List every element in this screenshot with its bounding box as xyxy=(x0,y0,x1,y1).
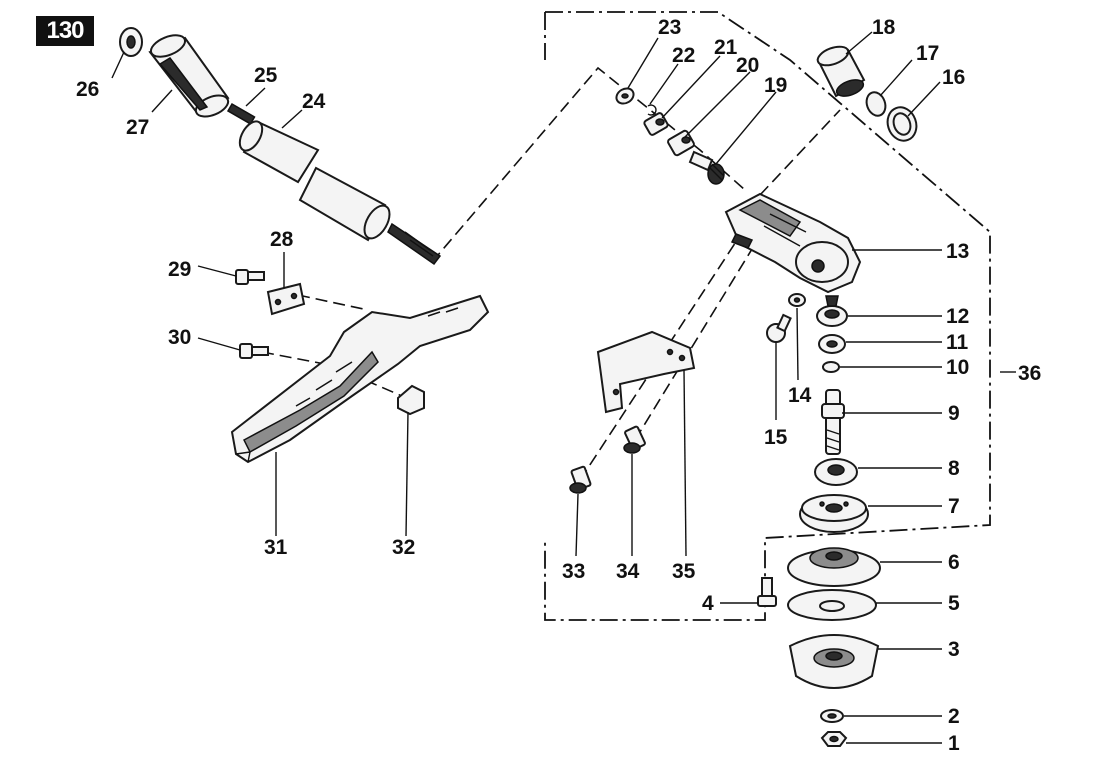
callout-10: 10 xyxy=(946,356,969,379)
callout-24: 24 xyxy=(302,90,326,113)
callout-16: 16 xyxy=(942,66,965,89)
callout-30: 30 xyxy=(168,326,191,349)
part-26-washer xyxy=(119,27,143,57)
callout-6: 6 xyxy=(948,551,960,574)
part-20-bearing xyxy=(667,129,695,157)
part-16-seal xyxy=(886,106,918,142)
part-15-bolt xyxy=(766,313,792,343)
callout-12: 12 xyxy=(946,305,969,328)
callout-29: 29 xyxy=(168,258,191,281)
part-3-cup xyxy=(788,634,880,689)
part-13-gear-case xyxy=(724,192,862,294)
callout-17: 17 xyxy=(916,42,939,65)
part-8-bearing xyxy=(814,458,858,486)
callout-15: 15 xyxy=(764,426,788,449)
part-29-bolt xyxy=(235,269,265,285)
callout-4: 4 xyxy=(702,592,714,615)
part-1-nut xyxy=(820,731,848,747)
part-27-sleeve xyxy=(148,34,230,118)
guide-gear-top xyxy=(759,109,841,196)
part-35-bracket xyxy=(596,330,696,414)
part-7-holder xyxy=(799,494,869,533)
callout-2: 2 xyxy=(948,705,960,728)
callout-33: 33 xyxy=(562,560,585,583)
callout-14: 14 xyxy=(788,384,812,407)
part-32-clip xyxy=(397,384,425,416)
part-28-plate xyxy=(266,282,306,316)
part-22-snap-ring xyxy=(647,104,657,116)
leader-lines xyxy=(111,31,1016,744)
part-11-gear xyxy=(818,334,846,354)
callout-8: 8 xyxy=(948,457,960,480)
callout-23: 23 xyxy=(658,16,681,39)
callout-36: 36 xyxy=(1018,362,1041,385)
assembly-36-boundary xyxy=(544,11,991,621)
callout-18: 18 xyxy=(872,16,896,39)
callout-labels: 26 27 25 24 23 22 21 20 19 18 17 16 13 1… xyxy=(76,16,1041,755)
part-10-ring xyxy=(822,361,840,373)
part-9-output-shaft xyxy=(821,389,845,455)
part-6-receiver xyxy=(787,547,881,587)
callout-27: 27 xyxy=(126,116,149,139)
callout-34: 34 xyxy=(616,560,640,583)
callout-32: 32 xyxy=(392,536,415,559)
callout-20: 20 xyxy=(736,54,759,77)
callout-26: 26 xyxy=(76,78,99,101)
part-24-drive-shaft-tube xyxy=(238,120,442,266)
callout-22: 22 xyxy=(672,44,695,67)
guide-bracket-right xyxy=(634,235,761,441)
part-18-bushing xyxy=(816,45,866,98)
part-33-bolt xyxy=(569,465,592,494)
callout-7: 7 xyxy=(948,495,960,518)
callout-9: 9 xyxy=(948,402,960,425)
callout-11: 11 xyxy=(946,331,969,354)
callout-35: 35 xyxy=(672,560,696,583)
part-4-bolt xyxy=(757,577,777,607)
callout-3: 3 xyxy=(948,638,960,661)
callout-31: 31 xyxy=(264,536,288,559)
part-2-washer xyxy=(820,709,844,723)
part-31-guard xyxy=(230,294,490,464)
callout-21: 21 xyxy=(714,36,738,59)
part-14-washer xyxy=(788,293,806,307)
part-25-shaft-tip xyxy=(226,102,256,125)
callout-25: 25 xyxy=(254,64,278,87)
part-30-bolt xyxy=(239,343,269,359)
guide-guard-30 xyxy=(261,351,403,397)
part-5-plate xyxy=(787,589,877,621)
callout-19: 19 xyxy=(764,74,787,97)
callout-28: 28 xyxy=(270,228,294,251)
part-21-bearing xyxy=(643,112,669,136)
part-17-o-ring xyxy=(865,91,887,117)
guide-guard-28 xyxy=(297,294,369,311)
page-number-badge: 130 xyxy=(36,16,94,46)
part-34-bolt xyxy=(623,425,646,454)
callout-13: 13 xyxy=(946,240,969,263)
part-19-pinion-gear xyxy=(688,150,725,185)
callout-1: 1 xyxy=(948,732,960,755)
callout-5: 5 xyxy=(948,592,960,615)
part-12-bearing xyxy=(816,295,848,327)
part-23-circlip xyxy=(615,87,635,105)
